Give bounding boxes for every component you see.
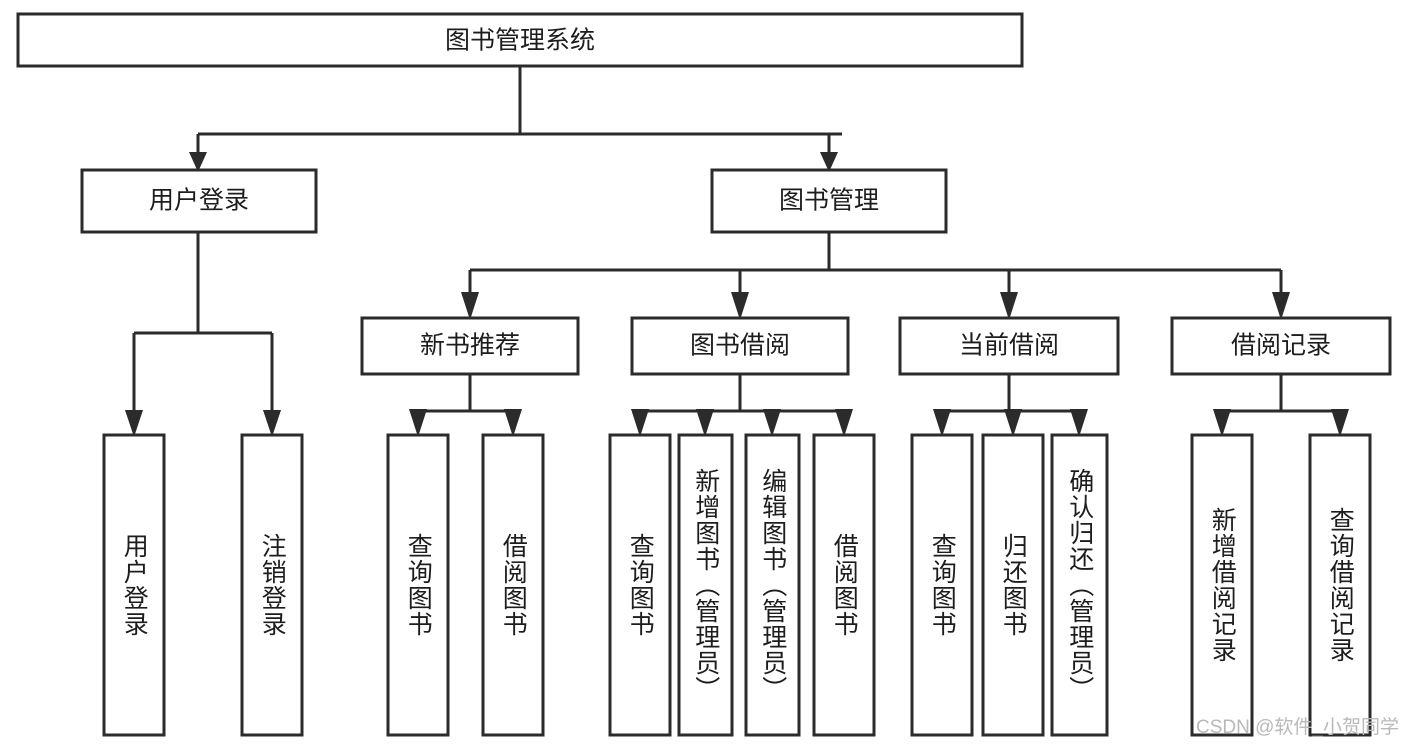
- arrow-to-user-login: [189, 152, 207, 172]
- connector-borrow-to-leaves: [638, 374, 846, 420]
- node-box-leaf-borrow-book-2[interactable]: [812, 433, 876, 737]
- node-label-root: 图书管理系统: [445, 27, 595, 55]
- csdn-watermark: CSDN @软件_小贺同学: [1196, 717, 1399, 738]
- node-box-leaf-query-record[interactable]: [1308, 433, 1372, 737]
- connector-userlogin-to-leaves: [132, 232, 274, 418]
- arrow-to-leaf-borrow-book-2: [835, 409, 853, 437]
- arrow-to-new-book-recommend: [461, 292, 479, 320]
- node-box-leaf-logout[interactable]: [240, 433, 304, 737]
- arrow-to-leaf-add-book: [696, 409, 714, 437]
- arrow-to-leaf-query-book-3: [933, 409, 951, 437]
- arrow-to-leaf-query-book-2: [631, 409, 649, 437]
- connector-root-to-level1: [196, 66, 842, 160]
- arrow-to-leaf-query-record: [1331, 409, 1349, 437]
- arrow-to-leaf-query-book-1: [409, 409, 427, 437]
- node-label-new-book-recommend: 新书推荐: [420, 332, 520, 360]
- node-box-book-borrow[interactable]: [630, 316, 850, 376]
- nodes-layer: 图书管理系统 用户登录 图书管理 新书推荐 图书借阅 当前借阅 借阅记录: [16, 12, 1392, 737]
- node-label-user-login: 用户登录: [149, 187, 249, 215]
- node-box-leaf-return-book[interactable]: [981, 433, 1045, 737]
- arrow-to-leaf-return-book: [1004, 409, 1022, 437]
- node-box-current-borrow[interactable]: [898, 316, 1120, 376]
- node-box-leaf-user-login[interactable]: [102, 433, 166, 737]
- node-box-leaf-edit-book[interactable]: [744, 433, 801, 737]
- arrow-to-leaf-add-record: [1213, 409, 1231, 437]
- arrow-to-leaf-edit-book: [763, 409, 781, 437]
- node-box-user-login[interactable]: [80, 168, 318, 234]
- arrow-to-current-borrow: [1000, 292, 1018, 320]
- node-box-book-management[interactable]: [710, 168, 948, 234]
- node-box-new-book-recommend[interactable]: [360, 316, 580, 376]
- node-label-book-management: 图书管理: [779, 187, 879, 215]
- arrow-to-leaf-borrow-book-1: [504, 409, 522, 437]
- arrow-to-book-borrow: [731, 292, 749, 320]
- connector-record-to-leaves: [1220, 374, 1342, 420]
- node-box-root[interactable]: [16, 12, 1024, 68]
- arrow-to-leaf-confirm-return: [1070, 409, 1088, 437]
- node-box-leaf-confirm-return[interactable]: [1050, 433, 1109, 737]
- node-box-leaf-borrow-book-1[interactable]: [481, 433, 545, 737]
- node-box-leaf-add-book[interactable]: [677, 433, 734, 737]
- node-box-leaf-add-record[interactable]: [1190, 433, 1254, 737]
- node-label-book-borrow: 图书借阅: [690, 332, 790, 360]
- connector-bookmgmt-to-level2: [468, 232, 1283, 300]
- arrow-to-book-management: [820, 152, 838, 172]
- node-box-leaf-query-book-2[interactable]: [608, 433, 672, 737]
- node-label-current-borrow: 当前借阅: [959, 332, 1059, 360]
- connectors-layer: [125, 66, 1349, 437]
- node-box-leaf-query-book-3[interactable]: [910, 433, 974, 737]
- arrow-to-leaf-logout: [263, 410, 281, 437]
- arrow-to-borrow-record: [1272, 292, 1290, 320]
- node-label-borrow-record: 借阅记录: [1231, 332, 1331, 360]
- arrow-to-leaf-user-login: [125, 410, 143, 437]
- node-box-leaf-query-book-1[interactable]: [386, 433, 450, 737]
- node-box-borrow-record[interactable]: [1170, 316, 1392, 376]
- connector-recommend-to-leaves: [416, 374, 515, 420]
